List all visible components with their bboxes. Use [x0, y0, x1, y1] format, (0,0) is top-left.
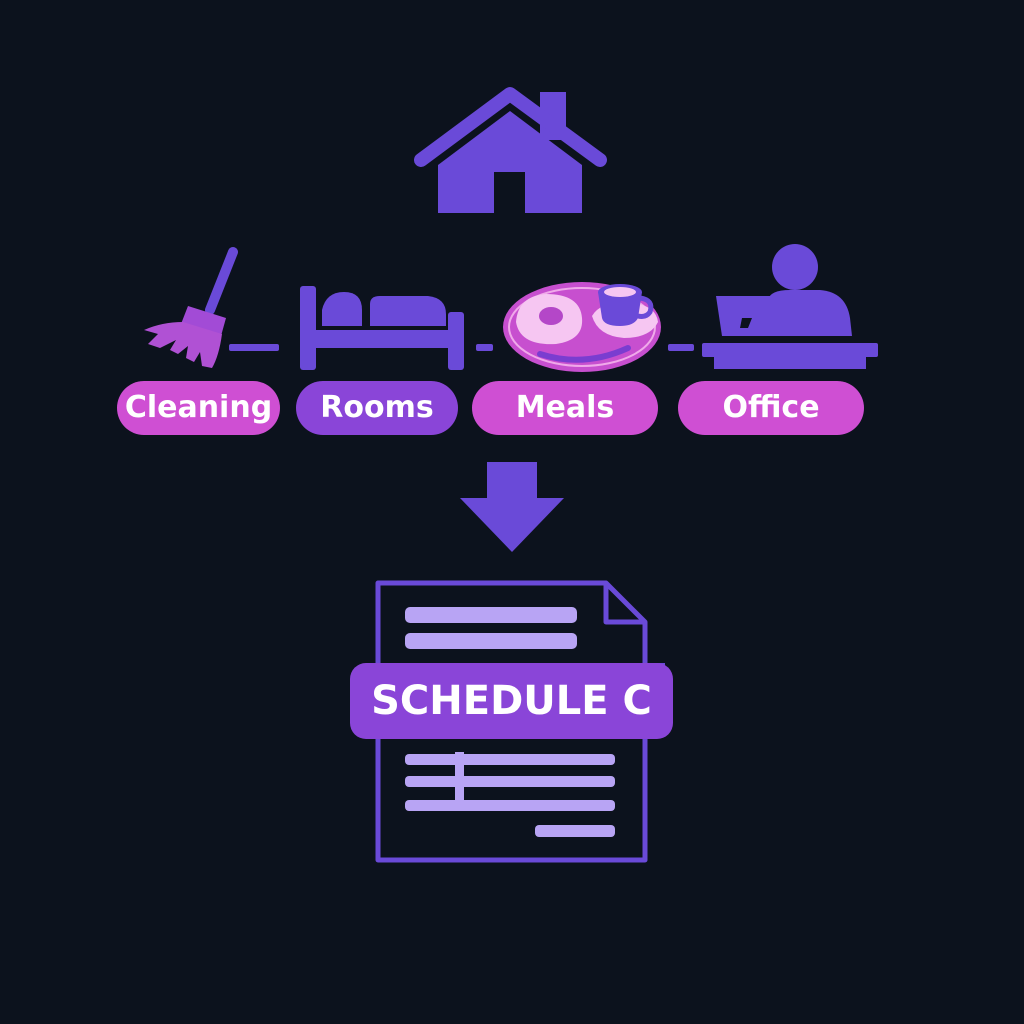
- document-icon: [375, 580, 665, 863]
- category-pill-meals: Meals: [472, 381, 658, 435]
- house-icon: [414, 87, 607, 213]
- category-pill-office: Office: [678, 381, 864, 435]
- broom-icon: [144, 247, 238, 368]
- down-arrow-icon: [460, 462, 564, 552]
- category-pill-cleaning: Cleaning: [117, 381, 280, 435]
- schedule-c-banner: SCHEDULE C: [350, 663, 673, 739]
- category-pill-rooms: Rooms: [296, 381, 458, 435]
- breakfast-plate-icon: [503, 282, 661, 372]
- person-at-laptop-icon: [702, 244, 878, 369]
- bed-icon: [300, 286, 464, 370]
- connector-lines: [229, 344, 694, 351]
